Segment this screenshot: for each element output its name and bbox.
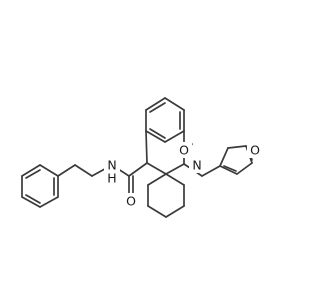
carbonyl-oxygen-label: O — [179, 143, 189, 158]
benzo-ring — [145, 97, 185, 143]
phenethyl-substituent — [21, 164, 93, 208]
amide-nitrogen-label: N — [107, 158, 116, 173]
atom-labels: O N O N H O — [104, 142, 263, 209]
amide-oxygen-label: O — [126, 194, 136, 209]
chemical-structure: O N O N H O — [21, 97, 263, 218]
ring-nitrogen-label: N — [192, 158, 201, 173]
furan-oxygen-label: O — [250, 143, 260, 158]
cyclohexane-ring — [147, 173, 185, 218]
amide-hydrogen-label: H — [107, 171, 116, 186]
